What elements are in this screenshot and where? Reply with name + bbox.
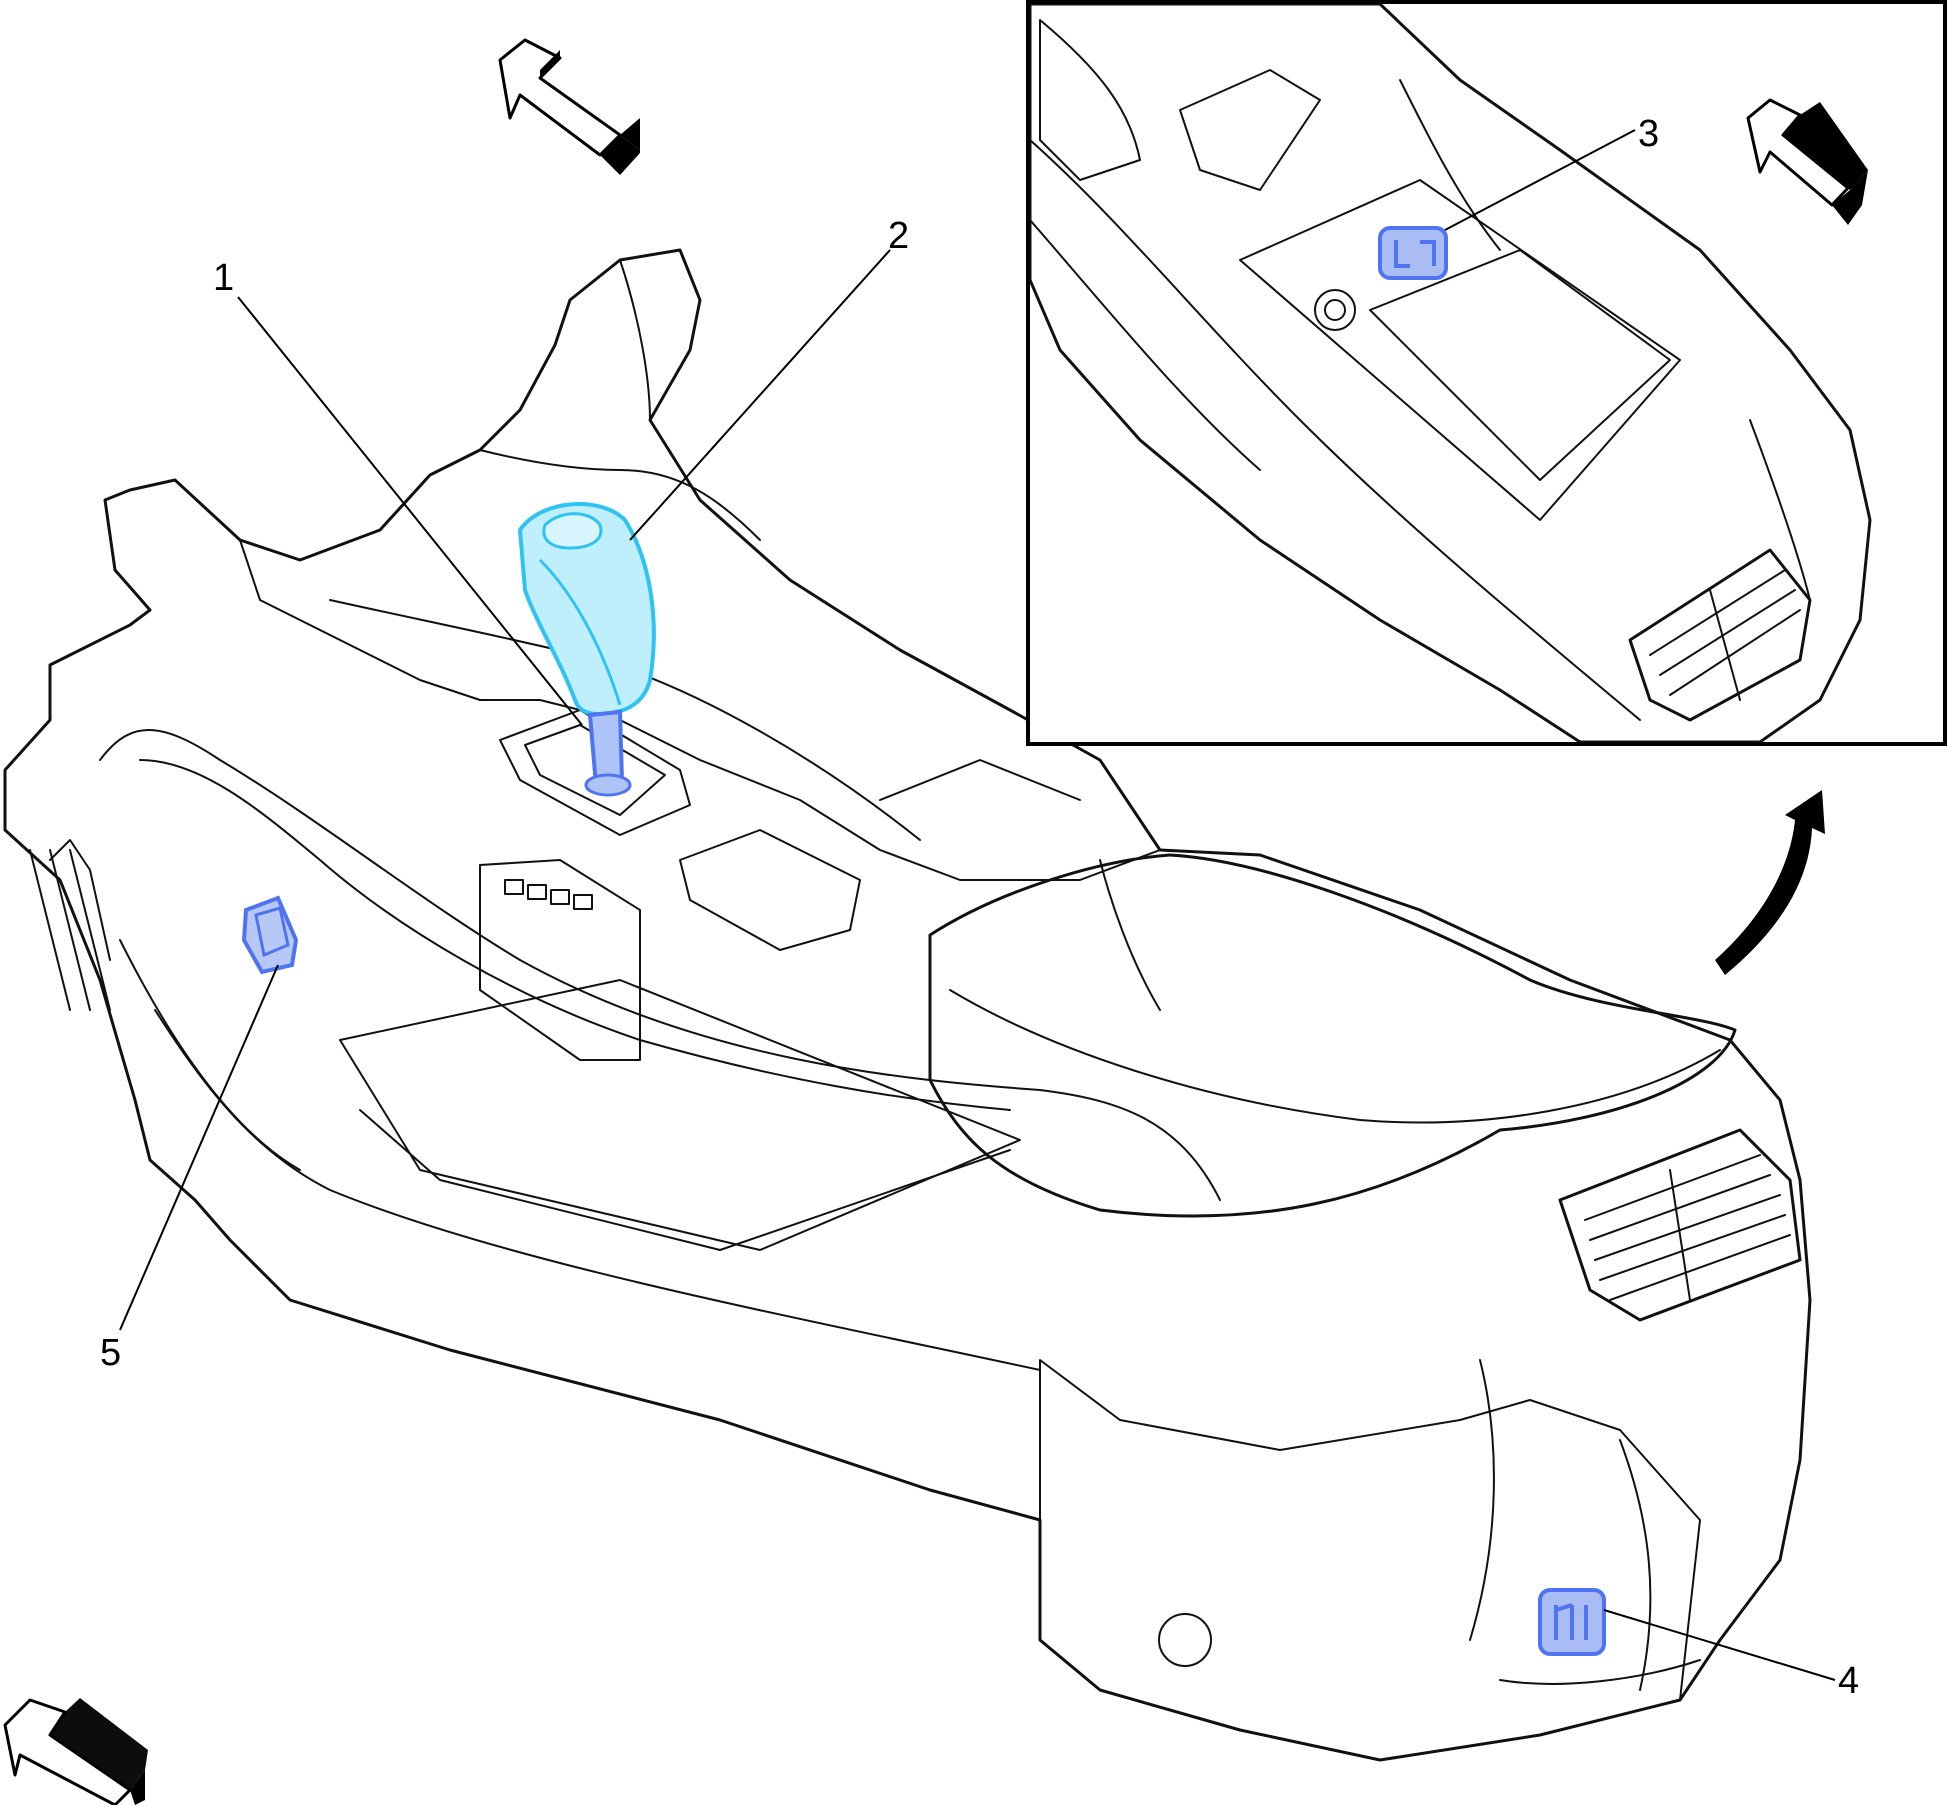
leader-lines xyxy=(119,129,1836,1681)
callout-4: 4 xyxy=(1838,1660,1859,1702)
upper-trim-plate xyxy=(239,249,1161,881)
rear-air-vent xyxy=(1558,1128,1802,1322)
leader-4 xyxy=(1603,1609,1836,1681)
callout-1: 1 xyxy=(213,257,234,299)
leader-2 xyxy=(629,249,891,541)
storage-bin-face xyxy=(1039,1359,1701,1761)
inset-view-arrow xyxy=(1715,790,1825,975)
callout-3: 3 xyxy=(1638,113,1659,155)
switch-4 xyxy=(1538,1588,1606,1656)
switch-panel-block xyxy=(479,859,641,1061)
lower-storage-tray xyxy=(339,979,1021,1251)
callout-5: 5 xyxy=(100,1332,121,1374)
switch-5 xyxy=(241,895,299,975)
forward-direction-arrow xyxy=(498,38,640,175)
armrest-lid xyxy=(928,853,1737,1218)
leader-1 xyxy=(237,296,583,726)
floor-console-main xyxy=(3,248,1812,1762)
callout-2: 2 xyxy=(888,215,909,257)
switch-3 xyxy=(1378,226,1448,280)
cup-holder-area xyxy=(679,829,861,951)
leader-3 xyxy=(1444,129,1636,231)
switch-bank xyxy=(504,879,593,910)
callout-labels: 1 2 3 4 5 xyxy=(100,113,1859,1702)
rear-port xyxy=(1158,1613,1212,1667)
forward-direction-arrow xyxy=(3,1698,148,1805)
shift-lever-knob xyxy=(517,502,656,797)
leader-5 xyxy=(119,964,279,1331)
inset-console-body xyxy=(1030,4,1872,742)
forward-direction-arrow xyxy=(1746,98,1868,225)
